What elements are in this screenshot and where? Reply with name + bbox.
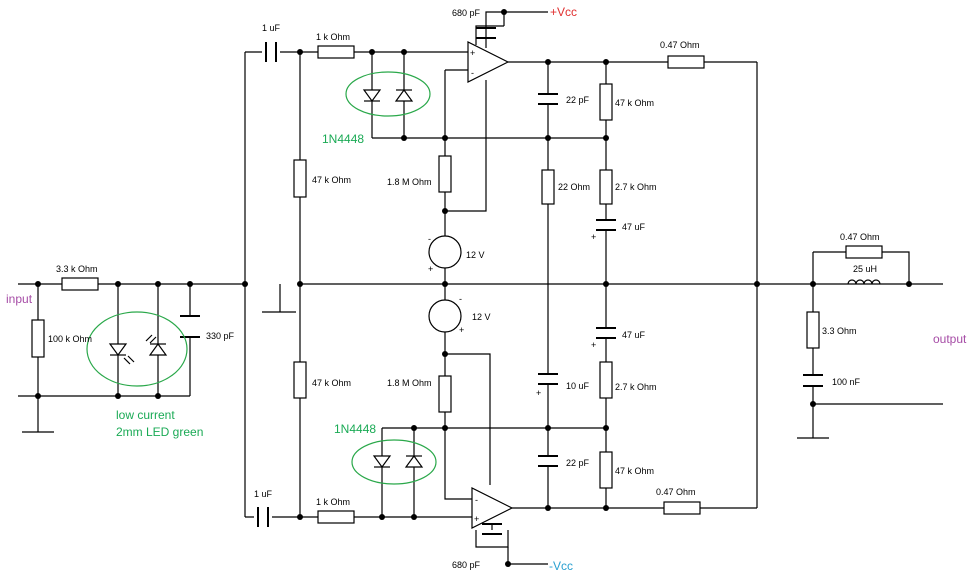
opamp-top-plus: + [470, 48, 475, 58]
resistor-47k-bias-top [293, 159, 307, 198]
label-25uh: 25 uH [853, 264, 877, 274]
capacitor-22pf-bot [538, 455, 558, 467]
label-100k: 100 k Ohm [48, 334, 92, 344]
wires [18, 11, 943, 565]
label-1m8-bot: 1.8 M Ohm [387, 378, 432, 388]
opamp-top: + - [467, 41, 510, 83]
resistor-47k-bias-bot [293, 361, 307, 399]
voltage-source-12v-top: - + [428, 234, 462, 274]
label-22pf-bot: 22 pF [566, 458, 590, 468]
label-47k-fb-top: 47 k Ohm [615, 98, 654, 108]
capacitor-10uf [538, 373, 558, 385]
src-bot-plus: + [459, 325, 464, 335]
cap-plus-47u-top: + [591, 232, 596, 242]
resistor-22-ohm [541, 169, 555, 205]
diode-pair-bot [351, 439, 437, 485]
resistor-1m8-bot [438, 375, 452, 413]
input-label: input [6, 292, 33, 306]
output-label: output [933, 332, 967, 346]
label-1m8-top: 1.8 M Ohm [387, 177, 432, 187]
label-680pf-top: 680 pF [452, 8, 481, 18]
led-note-line1: low current [116, 408, 175, 422]
label-47uf-top: 47 uF [622, 222, 646, 232]
label-3r3: 3.3 Ohm [822, 326, 857, 336]
opamp-bottom: - + [471, 487, 514, 529]
capacitors [180, 27, 823, 535]
src-top-plus: + [428, 264, 433, 274]
diode-bot-label: 1N4448 [334, 422, 376, 436]
resistor-1k-bot [317, 510, 355, 524]
resistor-47k-fb-bot [599, 451, 613, 489]
resistor-1m8-top [438, 155, 452, 193]
label-47k-fb-bot: 47 k Ohm [615, 466, 654, 476]
src-bot-minus: - [459, 294, 462, 304]
label-1uf-bot: 1 uF [254, 489, 273, 499]
label-330pf: 330 pF [206, 331, 235, 341]
junctions [35, 9, 912, 567]
label-1k-top: 1 k Ohm [316, 32, 350, 42]
capacitor-680pf-bot [482, 523, 502, 535]
resistor-047-output [845, 245, 883, 259]
led-pair [86, 311, 188, 387]
resistor-100k [31, 319, 45, 358]
resistor-2k7-top [599, 169, 613, 205]
label-680pf-bot: 680 pF [452, 560, 481, 570]
label-22-ohm: 22 Ohm [558, 182, 590, 192]
vcc-neg-label: -Vcc [549, 559, 573, 573]
inductor-25uh [847, 279, 881, 285]
capacitor-680pf-top [476, 27, 496, 39]
opamp-bot-plus: + [474, 514, 479, 524]
src-top-minus: - [428, 234, 431, 244]
resistor-2k7-bot [599, 361, 613, 399]
label-100nf: 100 nF [832, 377, 861, 387]
label-47k-bias-bot: 47 k Ohm [312, 378, 351, 388]
labels: +Vcc -Vcc input output low current 2mm L… [6, 5, 967, 573]
capacitor-100nf [803, 374, 823, 387]
voltage-source-12v-bot: - + [428, 294, 464, 335]
resistor-3k3-input [61, 277, 99, 291]
opamp-bot-minus: - [475, 495, 478, 505]
capacitor-22pf-top [538, 93, 558, 105]
cap-plus-47u-bot: + [591, 340, 596, 350]
opamp-top-minus: - [471, 68, 474, 78]
label-47uf-bot: 47 uF [622, 330, 646, 340]
diode-top-label: 1N4448 [322, 132, 364, 146]
resistor-1k-top [317, 45, 355, 59]
capacitor-47uf-bot [596, 327, 616, 339]
resistor-47k-fb-top [599, 83, 613, 121]
label-1k-bot: 1 k Ohm [316, 497, 350, 507]
label-12v-bot: 12 V [472, 312, 491, 322]
label-047-top: 0.47 Ohm [660, 40, 700, 50]
resistor-047-bot [663, 501, 701, 515]
label-10uf: 10 uF [566, 381, 590, 391]
diode-pair-top [345, 71, 431, 117]
capacitor-1uf-top [265, 42, 277, 62]
capacitor-330pf [180, 315, 200, 338]
label-47k-bias-top: 47 k Ohm [312, 175, 351, 185]
label-2k7-top: 2.7 k Ohm [615, 182, 657, 192]
capacitor-47uf-top [596, 219, 616, 231]
label-047-bot: 0.47 Ohm [656, 487, 696, 497]
label-3k3: 3.3 k Ohm [56, 264, 98, 274]
label-047-output: 0.47 Ohm [840, 232, 880, 242]
cap-plus-10u: + [536, 388, 541, 398]
capacitor-1uf-bot [257, 507, 269, 527]
label-12v-top: 12 V [466, 250, 485, 260]
resistor-3r3-zobel [806, 311, 820, 349]
label-22pf-top: 22 pF [566, 95, 590, 105]
label-2k7-bot: 2.7 k Ohm [615, 382, 657, 392]
vcc-pos-label: +Vcc [550, 5, 577, 19]
led-note-line2: 2mm LED green [116, 425, 203, 439]
label-1uf-top: 1 uF [262, 23, 281, 33]
resistors [31, 45, 883, 524]
resistor-047-top [667, 55, 705, 69]
